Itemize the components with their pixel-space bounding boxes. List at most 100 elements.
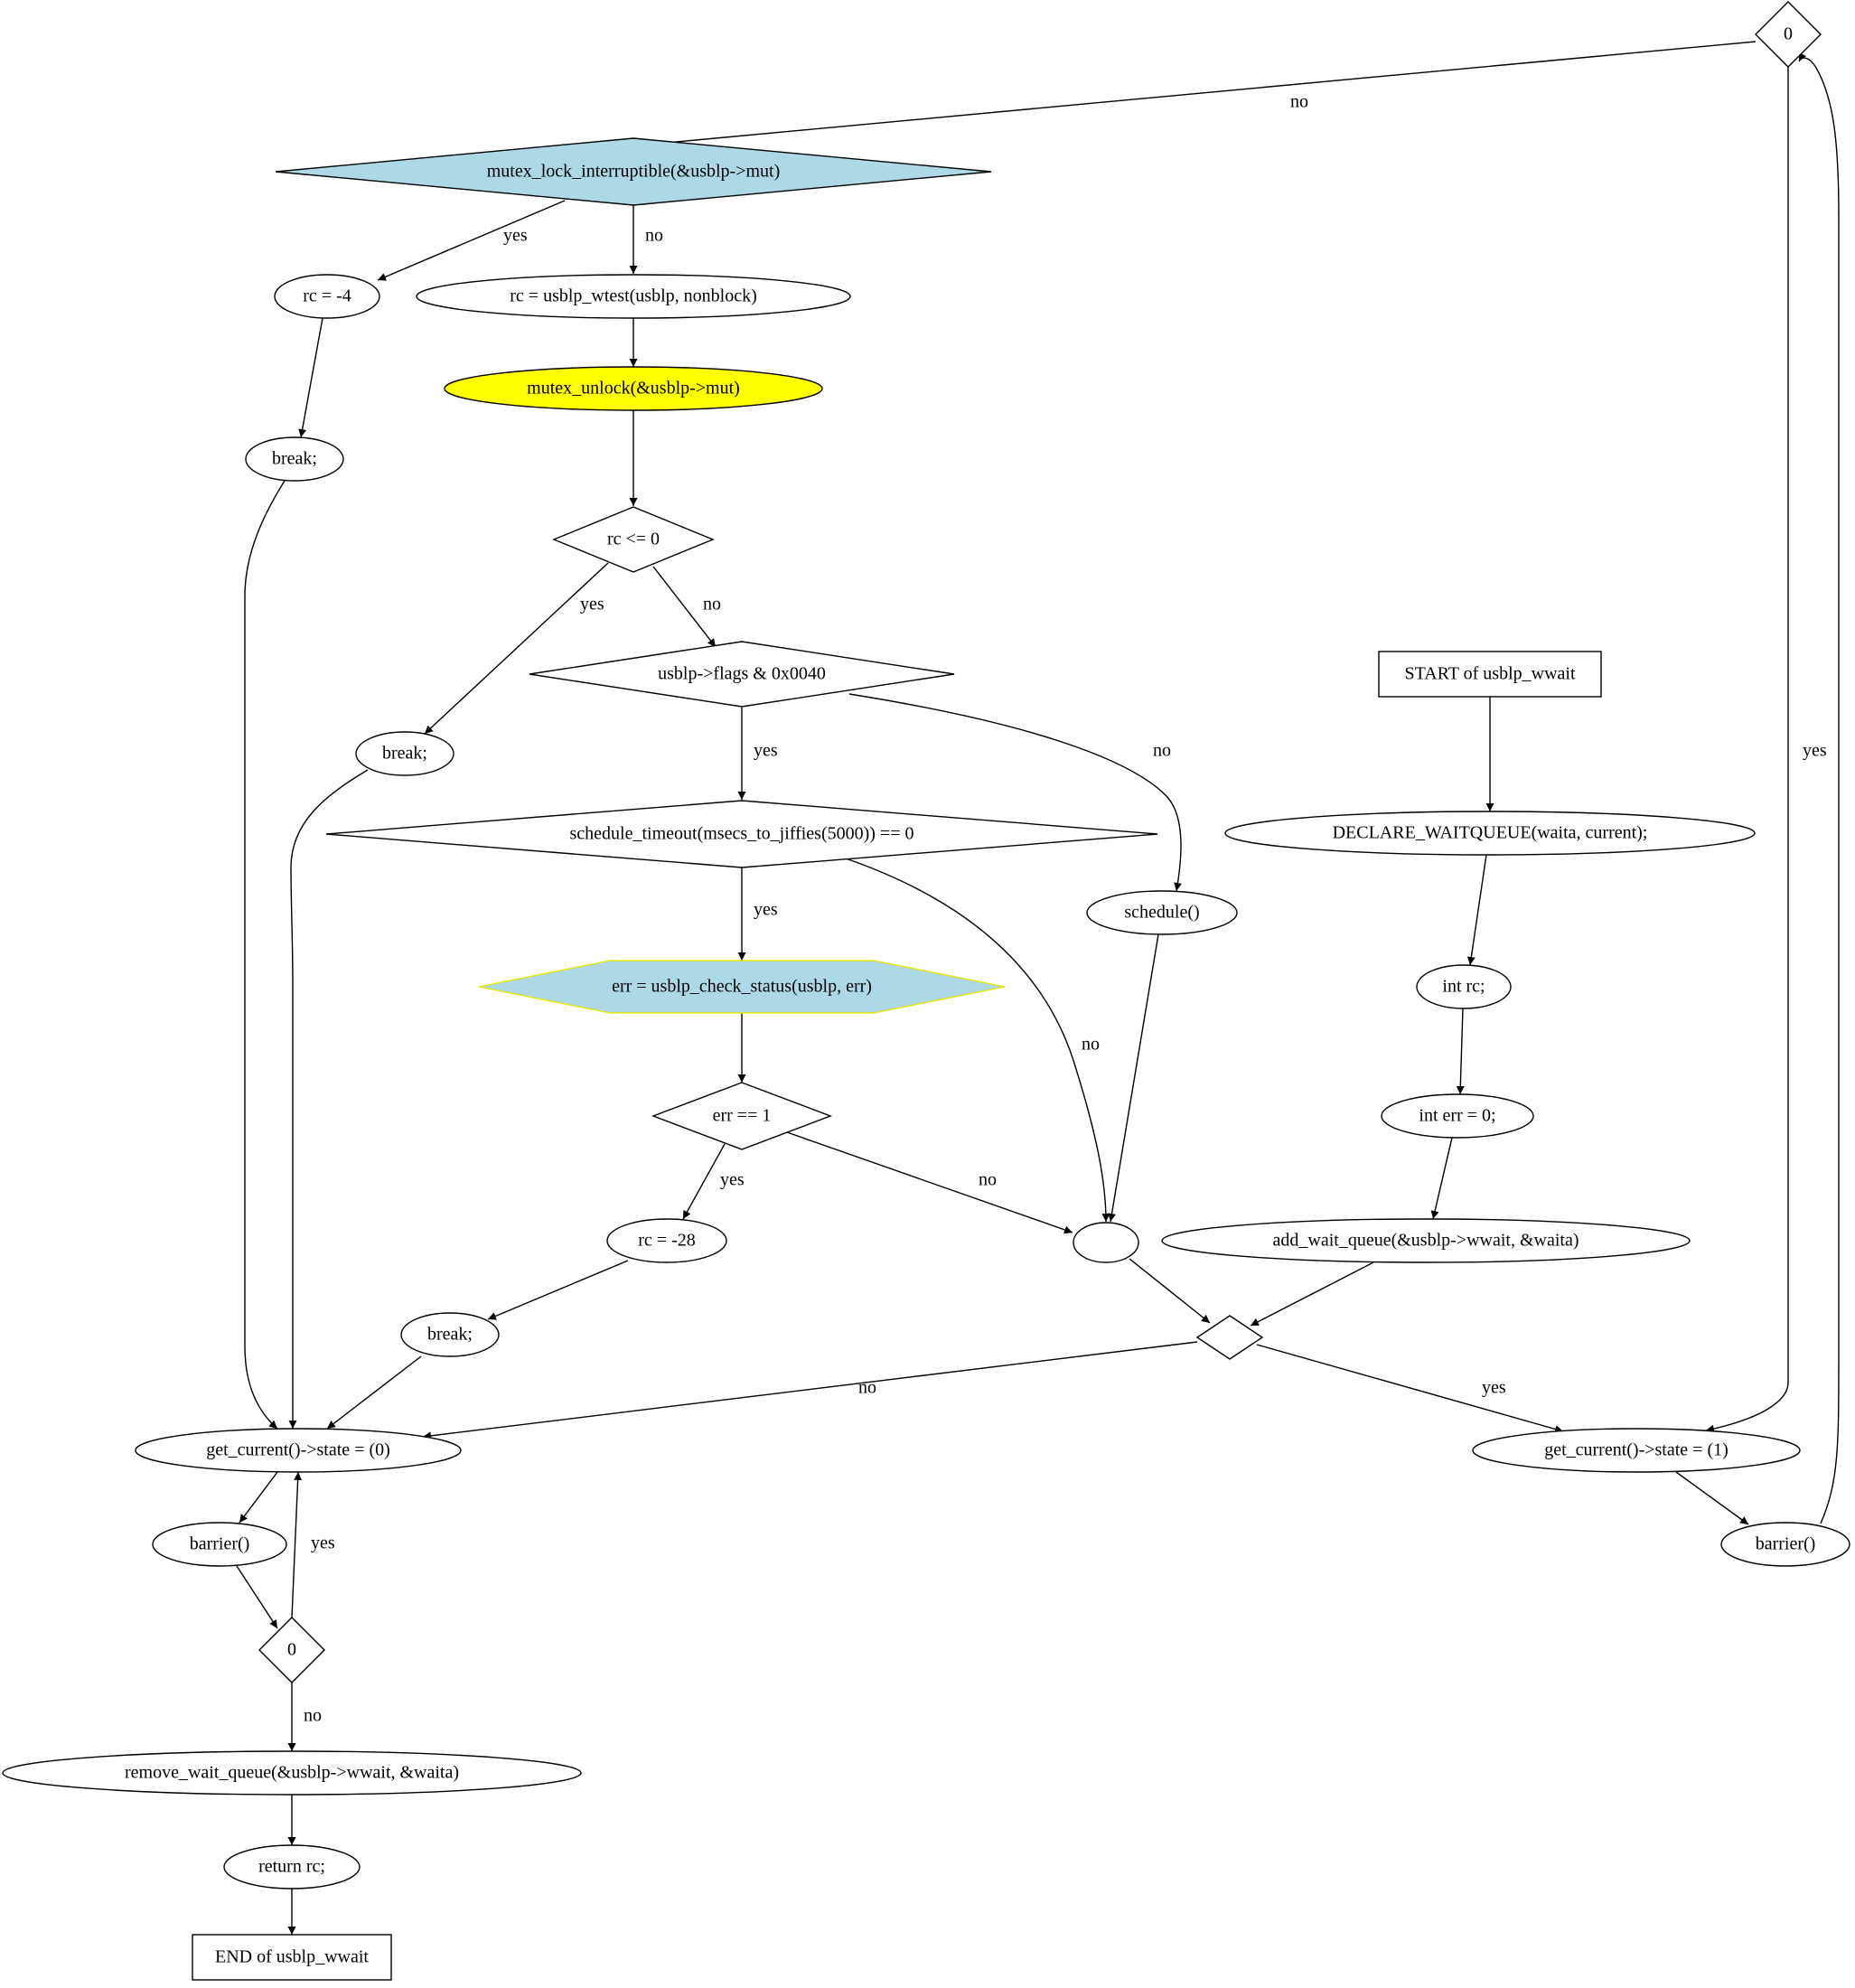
edge-barrier_r-to-d0top	[1798, 52, 1840, 1524]
node-int-err: int err = 0;	[1381, 1093, 1534, 1139]
edge-line	[291, 1471, 303, 1618]
node-merge	[1073, 1222, 1139, 1263]
node-label: schedule_timeout(msecs_to_jiffies(5000))…	[570, 824, 914, 844]
node-state0: get_current()->state = (0)	[135, 1428, 462, 1473]
node-shape	[552, 506, 715, 573]
edge-sched_to-to-merge: no	[845, 858, 1110, 1223]
node-barrier-l: barrier()	[152, 1522, 287, 1567]
node-label: rc = -4	[303, 286, 351, 306]
edge-schedule-to-merge	[1108, 933, 1159, 1223]
edge-line	[682, 1143, 726, 1220]
edge-barrier_l-to-d0bot	[236, 1565, 278, 1629]
node-shape	[444, 366, 823, 411]
edge-line	[1798, 52, 1840, 1524]
edge-line	[578, 41, 1757, 155]
node-label: break;	[382, 744, 427, 764]
node-return-rc: return rc;	[223, 1844, 361, 1890]
node-shape	[1416, 964, 1512, 1009]
node-label: DECLARE_WAITQUEUE(waita, current);	[1333, 823, 1648, 843]
edge-label: yes	[754, 741, 778, 761]
node-rc-m4: rc = -4	[274, 274, 380, 319]
edge-label: no	[1290, 92, 1308, 112]
edge-line	[845, 858, 1110, 1223]
node-shape	[1472, 1428, 1801, 1473]
node-break3: break;	[400, 1312, 500, 1357]
edge-line	[422, 1341, 1198, 1440]
edge-line	[1250, 1261, 1374, 1327]
edge-d0top-to-state1: yes	[1705, 67, 1827, 1433]
edge-d0bot-to-state0: yes	[291, 1471, 335, 1618]
edge-d0bot-to-remove_wq: no	[287, 1683, 322, 1751]
node-shape	[478, 960, 1006, 1014]
node-shape	[1073, 1222, 1139, 1263]
node-shape	[651, 1082, 832, 1150]
edge-break1-to-state0	[244, 480, 286, 1430]
node-label: 0	[1784, 24, 1793, 44]
node-shape	[529, 641, 955, 708]
edge-flags-to-schedule: no	[848, 693, 1182, 892]
edge-add_wq-to-d_mid	[1250, 1261, 1374, 1327]
node-shape	[135, 1428, 462, 1473]
edge-line	[1705, 67, 1789, 1433]
edge-label: yes	[754, 900, 778, 920]
node-d0bot: 0	[258, 1617, 325, 1683]
node-mutex-lock: mutex_lock_interruptible(&usblp->mut)	[275, 137, 992, 206]
node-shape	[1086, 890, 1238, 935]
edge-line	[1129, 1258, 1211, 1324]
edge-line	[377, 200, 566, 281]
node-shape	[1381, 1093, 1534, 1139]
edge-label: no	[703, 595, 721, 614]
node-label: mutex_lock_interruptible(&usblp->mut)	[487, 162, 781, 182]
edge-sched_to-to-check_status: yes	[737, 867, 778, 961]
node-label: usblp->flags & 0x0040	[658, 664, 826, 684]
node-label: remove_wait_queue(&usblp->wwait, &waita)	[125, 1763, 459, 1783]
edge-rc_m28-to-break3	[487, 1260, 629, 1320]
node-shape	[152, 1522, 287, 1567]
edge-line	[786, 1131, 1073, 1234]
node-label: get_current()->state = (1)	[1544, 1440, 1729, 1460]
edge-declare-to-int_rc	[1466, 854, 1487, 966]
node-break2: break;	[355, 731, 454, 776]
edge-d_mid-to-state1: yes	[1256, 1344, 1564, 1433]
node-shape	[1195, 1315, 1264, 1360]
node-shape	[606, 1218, 727, 1263]
edge-mutex_lock-to-rc_wtest: no	[629, 205, 663, 274]
edge-d0top-to-mutex_lock: no	[578, 41, 1757, 155]
node-remove-wq: remove_wait_queue(&usblp->wwait, &waita)	[2, 1750, 582, 1796]
node-label: barrier()	[190, 1534, 250, 1554]
edge-label: yes	[1482, 1378, 1506, 1398]
edge-mutex_lock-to-rc_m4: yes	[377, 200, 566, 281]
node-label: rc = usblp_wtest(usblp, nonblock)	[510, 286, 756, 306]
node-shape	[245, 436, 344, 482]
edge-line	[848, 693, 1182, 892]
edge-line	[1256, 1344, 1564, 1433]
node-shape	[325, 800, 1158, 868]
edge-rc_le0-to-break2: yes	[424, 562, 609, 735]
node-label: rc <= 0	[607, 530, 660, 549]
edge-line	[1430, 1137, 1453, 1220]
node-shape	[355, 731, 454, 776]
node-label: int err = 0;	[1419, 1106, 1495, 1126]
node-label: break;	[272, 449, 317, 469]
edge-state1-to-barrier_r	[1675, 1471, 1749, 1525]
edge-line	[236, 1565, 278, 1629]
edge-line	[487, 1260, 629, 1320]
node-label: err == 1	[713, 1106, 772, 1126]
edge-label: yes	[1803, 741, 1827, 761]
edge-line	[1456, 1008, 1465, 1095]
node-check-status: err = usblp_check_status(usblp, err)	[478, 960, 1006, 1014]
node-label: err = usblp_check_status(usblp, err)	[612, 977, 872, 997]
node-flags: usblp->flags & 0x0040	[529, 641, 955, 708]
node-start: START of usblp_wwait	[1378, 651, 1602, 698]
edge-label: yes	[720, 1170, 745, 1190]
edge-label: no	[645, 226, 663, 246]
node-label: rc = -28	[638, 1231, 695, 1251]
node-state1: get_current()->state = (1)	[1472, 1428, 1801, 1473]
edge-break3-to-state0	[326, 1355, 422, 1430]
node-shape	[1224, 811, 1756, 856]
node-shape	[1720, 1522, 1850, 1567]
edge-line	[326, 1355, 422, 1430]
node-rc-m28: rc = -28	[606, 1218, 727, 1263]
